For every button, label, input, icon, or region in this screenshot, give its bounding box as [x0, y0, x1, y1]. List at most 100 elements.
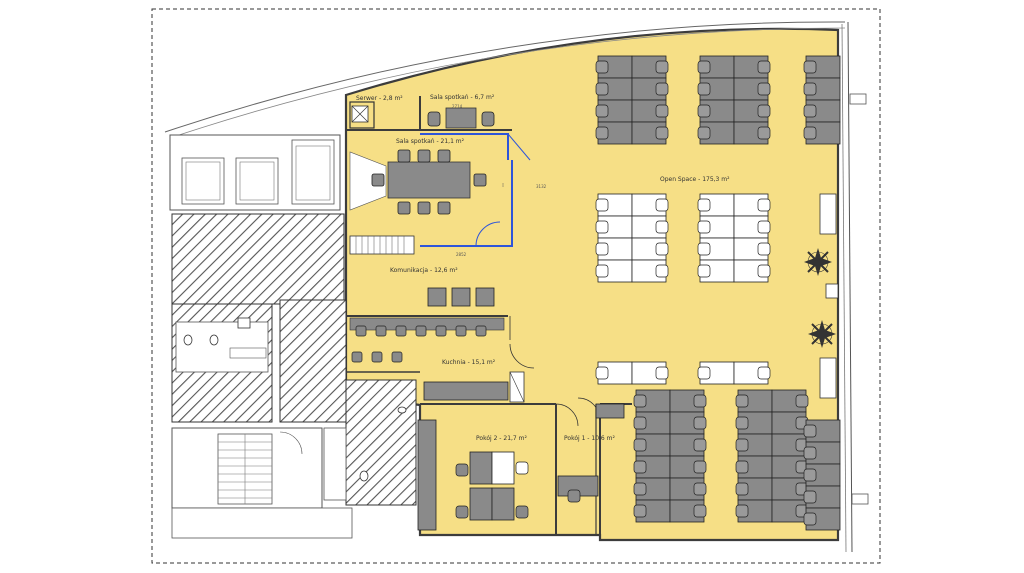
hatched-wall-area [345, 379, 417, 506]
chair-icon [417, 149, 431, 163]
chair-icon [595, 366, 609, 380]
chair-icon [693, 438, 707, 452]
chair-icon [757, 82, 771, 96]
chair-icon [633, 482, 647, 496]
chair-icon [633, 504, 647, 518]
chair-icon [655, 264, 669, 278]
chair-icon [803, 82, 817, 96]
chair-icon [437, 149, 451, 163]
plot-boundary [151, 8, 881, 564]
large-meeting-room: ▯ [349, 133, 531, 247]
chair-icon [795, 394, 809, 408]
label-room2: Pokój 2 - 21,7 m² [476, 435, 527, 442]
chair-icon [655, 242, 669, 256]
toilet-icon [209, 334, 219, 346]
chair-icon [757, 104, 771, 118]
chair-icon [757, 366, 771, 380]
chair-icon [757, 242, 771, 256]
facade-curve-inner [169, 27, 846, 139]
chair-icon [595, 82, 609, 96]
kitchen [346, 315, 535, 403]
server-room [349, 101, 375, 129]
hatched-wall-area [279, 299, 347, 423]
chair-icon [697, 126, 711, 140]
chair-icon [697, 60, 711, 74]
chair-icon [595, 104, 609, 118]
chair-icon [803, 512, 817, 526]
chair-icon [697, 104, 711, 118]
plant-icon [808, 320, 836, 348]
desk-clusters [595, 55, 841, 531]
chair-icon [595, 220, 609, 234]
chair-icon [633, 438, 647, 452]
chair-icon [757, 264, 771, 278]
toilet-icon [183, 334, 193, 346]
chair-icon [697, 264, 711, 278]
chair-icon [735, 482, 749, 496]
label-room1: Pokój 1 - 10,6 m² [564, 435, 615, 442]
chair-icon [417, 201, 431, 215]
elevator [235, 157, 279, 205]
chair-icon [655, 126, 669, 140]
room1-furniture [557, 403, 625, 503]
chair-icon [803, 424, 817, 438]
toilet-icon [359, 470, 369, 482]
chair-icon [697, 198, 711, 212]
dimension-label: 2714 [452, 104, 463, 109]
chair-icon [595, 242, 609, 256]
chair-icon [697, 220, 711, 234]
label-meeting-small: Sala spotkań - 6,7 m² [430, 94, 495, 101]
room2-furniture [417, 419, 529, 531]
label-server: Serwer - 2,8 m² [356, 95, 403, 102]
bathroom [175, 317, 407, 482]
chair-icon [655, 220, 669, 234]
cabinet [819, 357, 837, 399]
chair-icon [803, 490, 817, 504]
chair-icon [595, 60, 609, 74]
cabinet [819, 193, 837, 235]
dimension-label: 2852 [456, 252, 467, 257]
chair-icon [427, 111, 441, 127]
chair-icon [693, 394, 707, 408]
chair-icon [757, 60, 771, 74]
chair-icon [633, 394, 647, 408]
floor-area [344, 27, 840, 542]
right-facade [847, 21, 853, 553]
chair-icon [735, 394, 749, 408]
chair-icon [481, 111, 495, 127]
chair-icon [397, 201, 411, 215]
small-meeting-room [427, 107, 495, 129]
hatched-wall-area [171, 213, 345, 305]
chair-icon [803, 468, 817, 482]
plant-icon [804, 248, 832, 276]
chair-icon [693, 416, 707, 430]
chair-icon [757, 198, 771, 212]
chair-icon [595, 198, 609, 212]
dimension-label: 3132 [536, 184, 547, 189]
right-facade-inner [841, 23, 847, 553]
chair-icon [735, 504, 749, 518]
chair-icon [693, 504, 707, 518]
column [849, 93, 867, 105]
label-meeting-large: Sala spotkań - 21,1 m² [396, 138, 465, 145]
label-kitchen: Kuchnia - 15,1 m² [442, 359, 496, 366]
desk-icon [387, 161, 471, 199]
chair-icon [397, 149, 411, 163]
elevator [181, 157, 225, 205]
chair-icon [693, 482, 707, 496]
chair-icon [697, 242, 711, 256]
chair-icon [697, 366, 711, 380]
elevator [291, 139, 335, 205]
chair-icon [803, 446, 817, 460]
chair-icon [655, 82, 669, 96]
sink-icon [397, 406, 407, 414]
sink-icon [237, 317, 251, 329]
chair-icon [757, 220, 771, 234]
chair-icon [633, 460, 647, 474]
chair-icon [735, 460, 749, 474]
lounge [349, 235, 495, 307]
chair-icon [655, 60, 669, 74]
column [851, 493, 869, 505]
projector-label: ▯ [502, 182, 504, 187]
